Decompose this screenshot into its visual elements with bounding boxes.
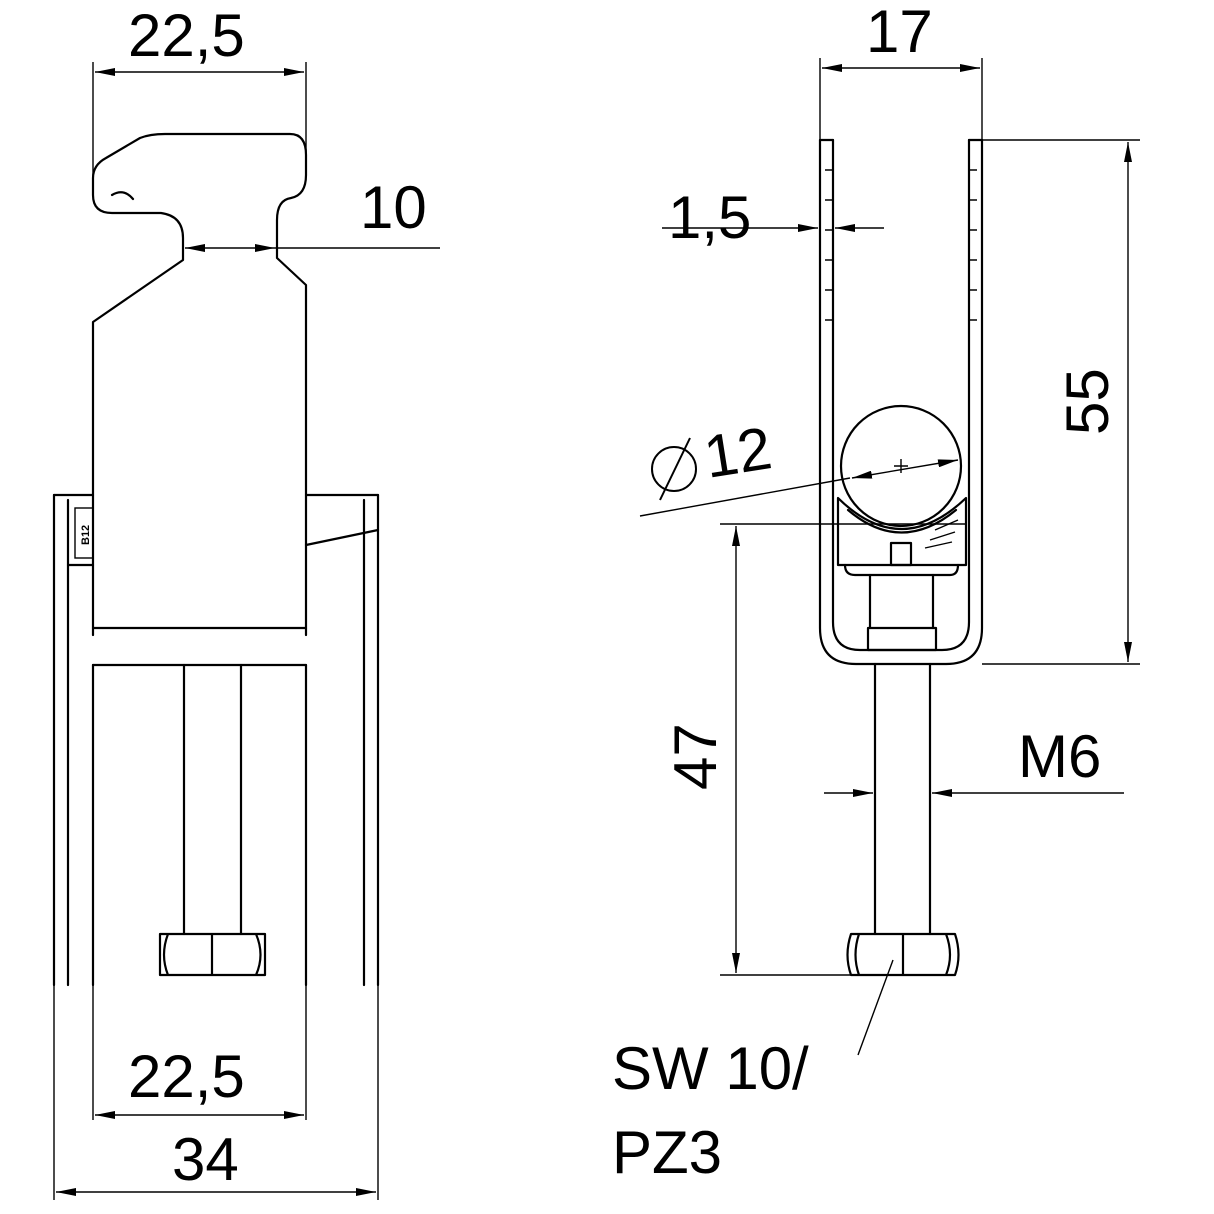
- screw-shaft: [182, 663, 243, 936]
- saddle-center-block: [889, 541, 913, 567]
- dim-wrench-size-line2: PZ3: [612, 1119, 722, 1186]
- dim-line-diameter: [639, 477, 851, 517]
- clip-body-outline: [91, 132, 308, 637]
- leader-line-wrench: [857, 959, 894, 1056]
- dim-top-width-left: 22,5: [128, 2, 245, 69]
- dim-cable-diameter: 12: [700, 414, 776, 491]
- u-bracket-inner: [831, 138, 971, 652]
- right-dimensions: 17 1,5 12 55 47 M6 SW 10/ PZ3: [612, 0, 1140, 1186]
- center-cross: [894, 459, 908, 473]
- diameter-icon: [651, 437, 697, 501]
- hex-nut-side: [846, 932, 960, 977]
- dim-thread: M6: [1018, 723, 1101, 790]
- dim-height-right: 55: [1054, 368, 1121, 435]
- hex-nut: [158, 932, 267, 977]
- saddle-teeth: [924, 519, 959, 549]
- screw-upper: [868, 573, 935, 630]
- bracket-top-plate-lower: [66, 528, 380, 567]
- dim-neck-width: 10: [360, 174, 427, 241]
- dim-top-width-right: 17: [866, 0, 933, 65]
- u-bracket-outer: [818, 138, 984, 666]
- dim-bottom-outer-width: 34: [172, 1126, 239, 1193]
- cable-circle: [839, 404, 963, 528]
- side-view: [818, 138, 984, 977]
- dim-screw-length: 47: [662, 723, 729, 790]
- screw-shaft-side: [873, 662, 932, 936]
- dim-bottom-inner-width: 22,5: [128, 1043, 245, 1110]
- dim-wrench-size-line1: SW 10/: [612, 1035, 809, 1102]
- screw-collar: [866, 626, 938, 652]
- left-dimensions: 22,5 10 22,5 34: [53, 2, 440, 1200]
- clamp-bar: [91, 626, 308, 667]
- dim-wall-thickness: 1,5: [668, 184, 751, 251]
- hook-notch: [110, 191, 135, 201]
- front-view: B12: [52, 132, 380, 987]
- wall-serrations: [825, 169, 977, 321]
- inner-walls: [91, 663, 308, 987]
- marking-box: [74, 507, 94, 559]
- marking-text: B12: [80, 525, 92, 545]
- clamp-saddle: [836, 496, 968, 567]
